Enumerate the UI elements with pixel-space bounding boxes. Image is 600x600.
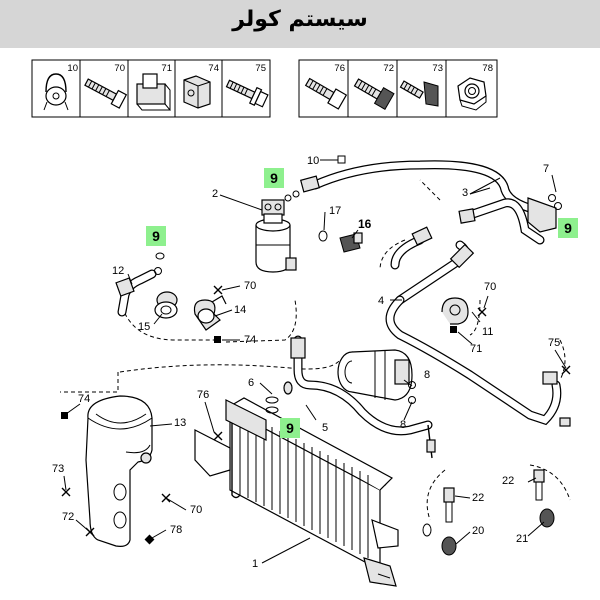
bolt-clip-icon xyxy=(399,80,439,107)
bolt-icon xyxy=(84,78,128,109)
square-marker xyxy=(61,412,68,419)
condenser xyxy=(194,335,436,587)
callout-label: 9 xyxy=(286,420,294,436)
part-label: 14 xyxy=(234,304,246,316)
part-label: 75 xyxy=(548,337,560,349)
callout-label: 9 xyxy=(152,228,160,244)
clip-icon xyxy=(43,73,69,111)
clip-nut-icon xyxy=(183,75,211,109)
part-label: 70 xyxy=(190,504,202,516)
part-label: 71 xyxy=(470,343,482,355)
part-label: 21 xyxy=(516,533,528,545)
square-marker xyxy=(144,534,155,545)
hex-bolt-icon xyxy=(353,78,395,110)
pressure-switch xyxy=(318,230,363,253)
page-title: سیستم کولر xyxy=(232,7,368,32)
part-label: 3 xyxy=(462,187,468,199)
flange-bolt-icon xyxy=(225,79,269,108)
legend-frame-right xyxy=(298,59,498,118)
callout-label: 9 xyxy=(270,170,278,186)
legend-number: 72 xyxy=(383,63,394,74)
title-bar xyxy=(0,0,600,48)
square-marker xyxy=(214,336,221,343)
legend-number: 75 xyxy=(255,63,266,74)
callout-badge xyxy=(280,418,300,438)
ac-compressor xyxy=(337,349,416,404)
receiver-drier xyxy=(255,199,297,273)
part-label: 15 xyxy=(138,321,150,333)
part-label: 6 xyxy=(248,377,254,389)
part-label: 1 xyxy=(252,558,258,570)
callout-label: 9 xyxy=(564,220,572,236)
part-labels: 2 3 4 10 7 17 16 12 15 14 70 74 70 11 71… xyxy=(52,155,560,570)
legend-number: 10 xyxy=(67,63,78,74)
legend-number: 74 xyxy=(208,63,219,74)
part-label: 76 xyxy=(197,389,209,401)
nut-plate-icon xyxy=(136,73,172,111)
callout-badge xyxy=(264,168,284,188)
legend-number: 73 xyxy=(432,63,443,74)
part-label: 72 xyxy=(62,511,74,523)
part-label: 73 xyxy=(52,463,64,475)
part-label: 4 xyxy=(378,295,384,307)
legend-number: 70 xyxy=(114,63,125,74)
part-label: 13 xyxy=(174,417,186,429)
part-label: 17 xyxy=(329,205,341,217)
hose-assembly-middle xyxy=(385,226,571,427)
hose-assembly-upper xyxy=(284,160,562,245)
pressure-sensors xyxy=(422,469,555,556)
part-label: 5 xyxy=(322,422,328,434)
part-label: 74 xyxy=(244,334,256,346)
square-marker xyxy=(450,326,457,333)
leader-lines xyxy=(63,155,567,564)
part-label: 78 xyxy=(170,524,182,536)
part-label: 8 xyxy=(400,419,406,431)
legend-number: 78 xyxy=(482,63,493,74)
cross-marker xyxy=(477,307,487,317)
part-label: 12 xyxy=(112,265,124,277)
part-label: 8 xyxy=(424,369,430,381)
part-label: 7 xyxy=(543,163,549,175)
legend-number: 71 xyxy=(161,63,172,74)
socket-bolt-icon xyxy=(304,77,348,110)
part-label: 70 xyxy=(244,280,256,292)
o-rings xyxy=(155,252,293,414)
cross-marker xyxy=(61,487,71,497)
legend-frame-left xyxy=(31,59,271,118)
part-label: 22 xyxy=(472,492,484,504)
part-label: 10 xyxy=(307,155,319,167)
pipe-assembly-left xyxy=(115,267,227,331)
flange-nut-icon xyxy=(457,77,487,111)
part-label: 2 xyxy=(212,188,218,200)
part-label: 11 xyxy=(482,326,493,338)
callout-badge xyxy=(558,218,578,238)
condenser-fins xyxy=(247,415,369,558)
legend-number: 76 xyxy=(334,63,345,74)
compressor-bracket xyxy=(85,395,153,547)
part-label: 74 xyxy=(78,393,90,405)
part-label: 16 xyxy=(358,217,372,231)
callout-badges: 9 9 9 9 xyxy=(146,168,578,438)
callout-badge xyxy=(146,226,166,246)
cross-marker xyxy=(213,285,223,295)
hardware-legend-left: 10 70 71 74 75 xyxy=(31,59,271,118)
part-label: 70 xyxy=(484,281,496,293)
part-label: 20 xyxy=(472,525,484,537)
cross-marker xyxy=(561,365,571,375)
part-label: 22 xyxy=(502,475,514,487)
hardware-legend-right: 76 72 73 78 xyxy=(298,59,498,118)
cross-marker xyxy=(213,431,223,441)
